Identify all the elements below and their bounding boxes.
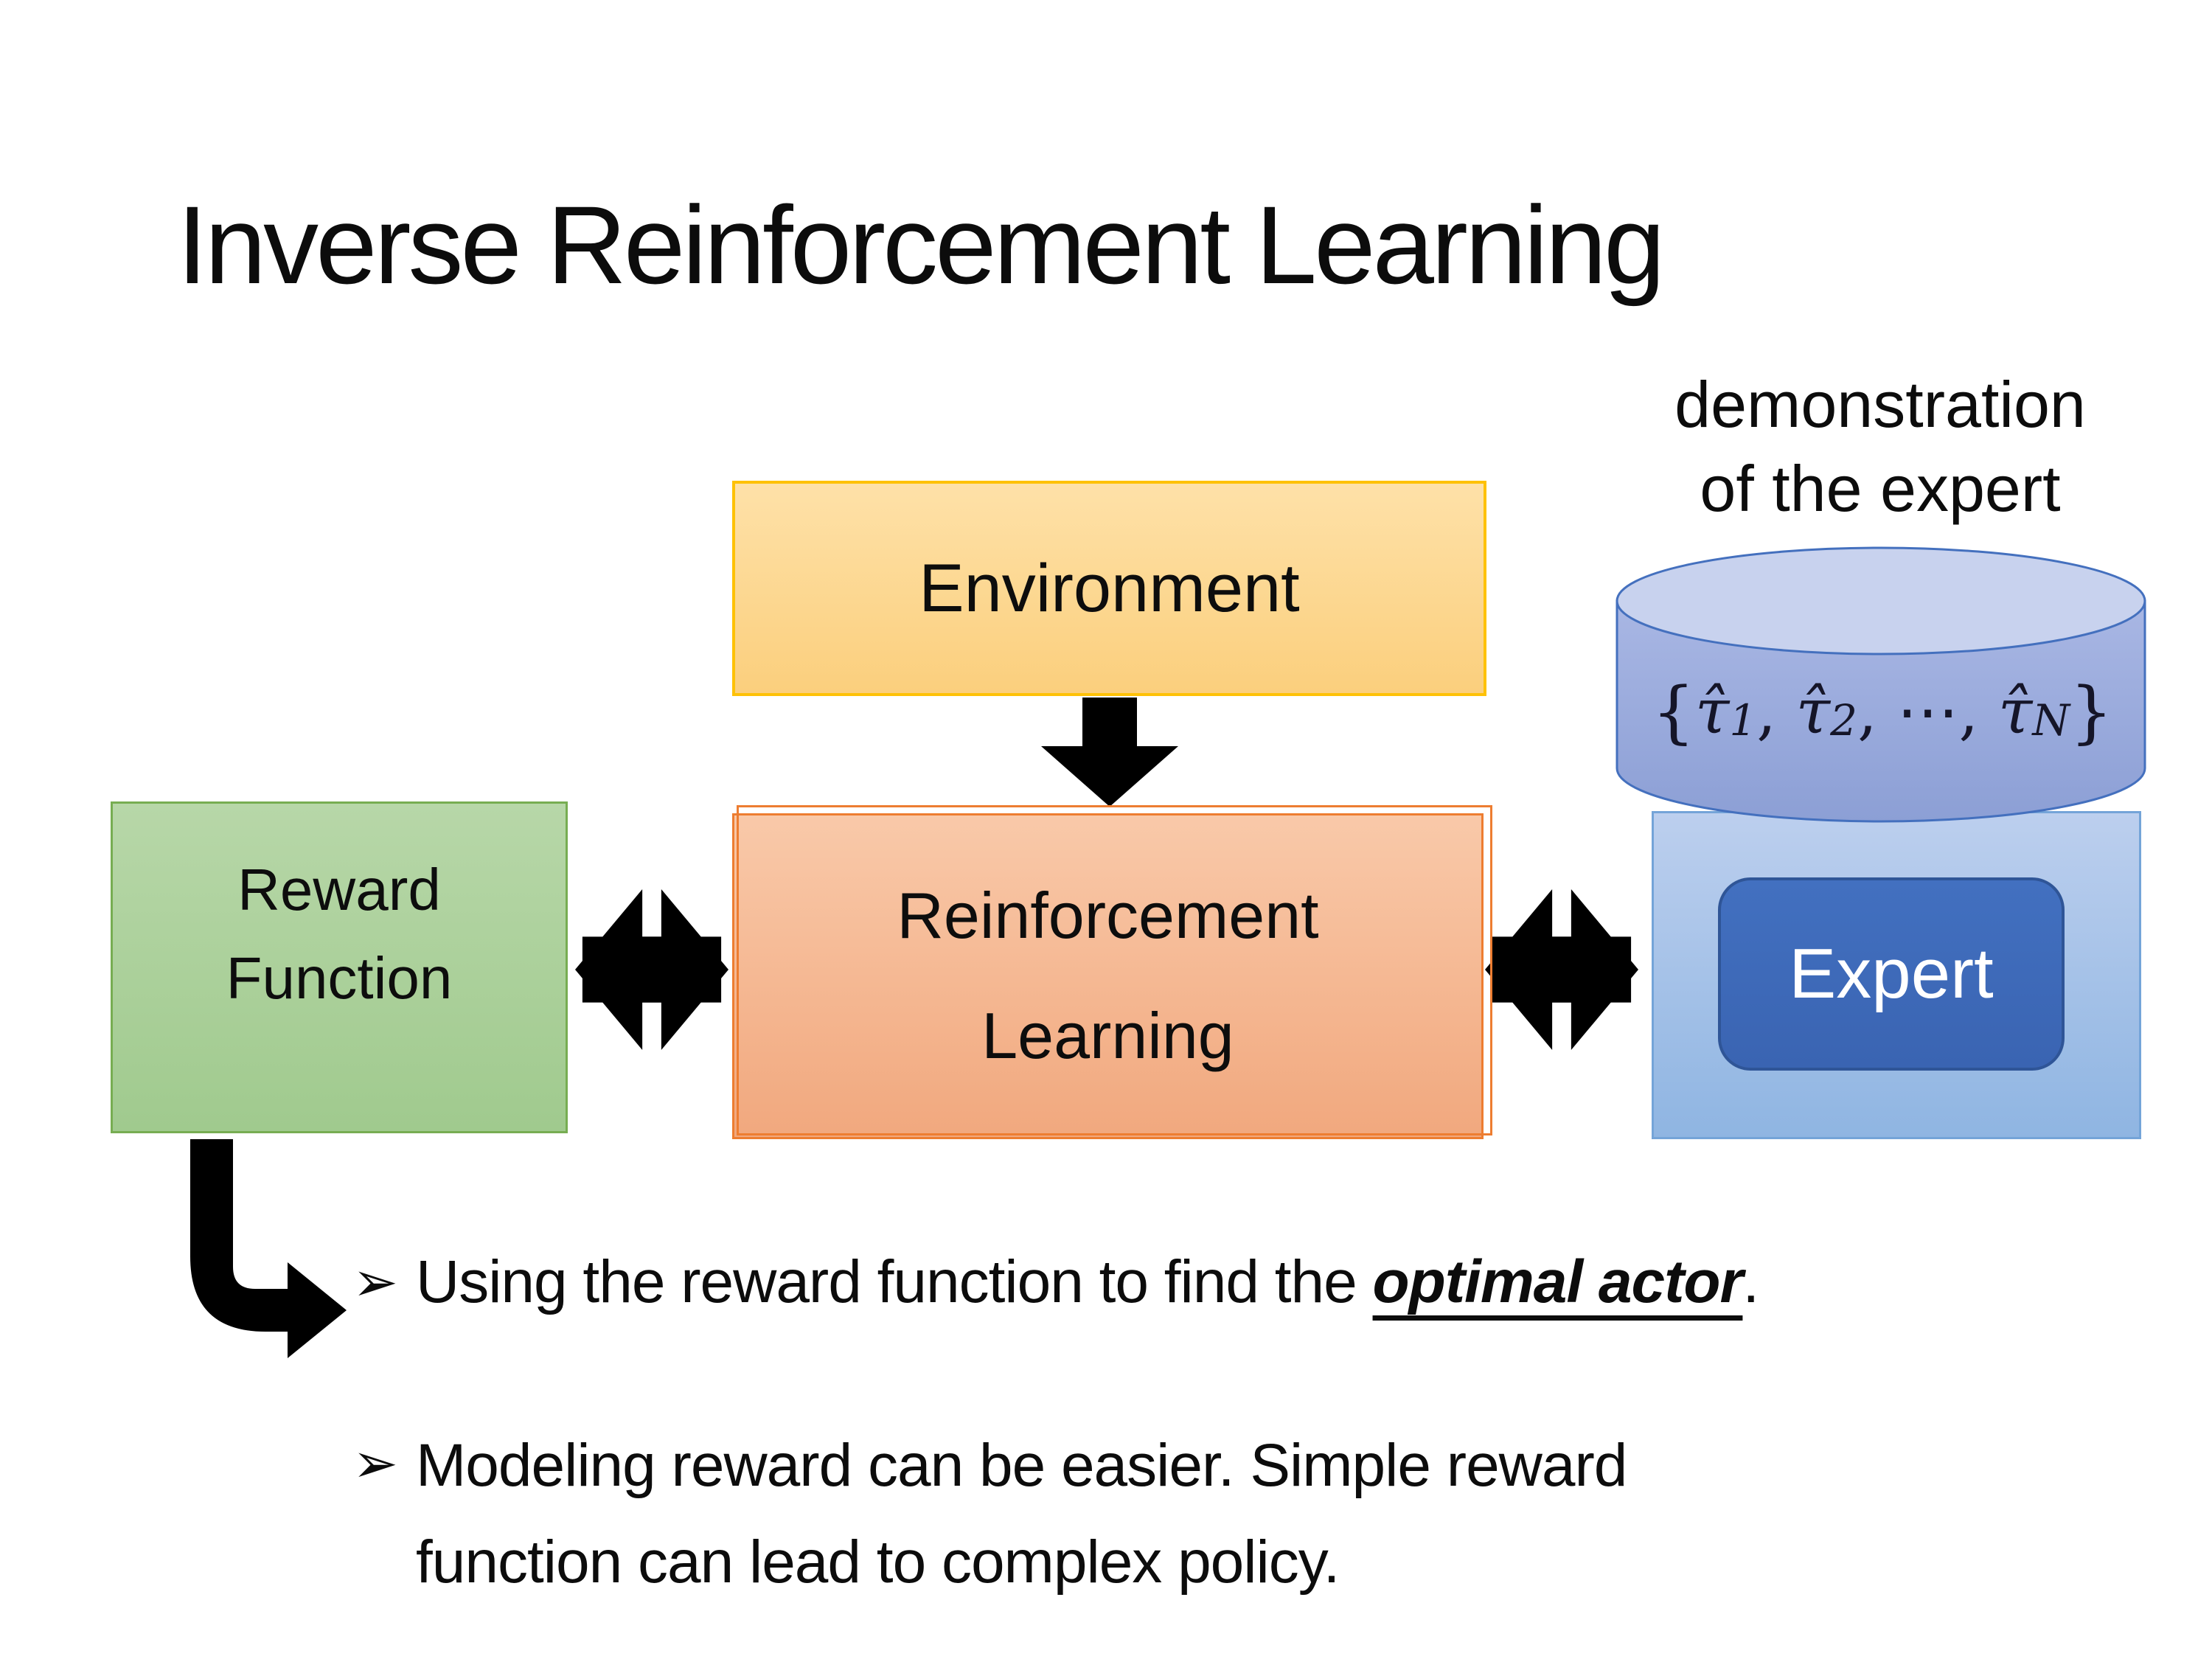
bullet-arrow-icon: ➢: [352, 1432, 398, 1495]
dataset-formula: {τ̂1, τ̂2, ⋯, τ̂N}: [1652, 672, 2113, 751]
expert-label: Expert: [1789, 934, 1994, 1013]
expert-box: Expert: [1718, 877, 2065, 1071]
bullet-2-text: Modeling reward can be easier. Simple re…: [416, 1417, 1627, 1610]
reward-function-label-line1: Reward: [237, 857, 441, 922]
page-title: Inverse Reinforcement Learning: [177, 183, 1665, 307]
bullet-1-emphasis: optimal actor: [1372, 1248, 1744, 1315]
formula-comma3: ,: [1958, 675, 1979, 748]
reinforcement-learning-box: Reinforcement Learning: [732, 813, 1484, 1139]
bullet-1-text: Using the reward function to find the op…: [416, 1248, 1759, 1317]
reinforcement-learning-label-line1: Reinforcement: [897, 879, 1319, 953]
demonstration-caption-line1: demonstration: [1674, 368, 2086, 441]
formula-tauN: τ̂: [1997, 675, 2033, 748]
formula-comma1: ,: [1756, 675, 1776, 748]
environment-label: Environment: [919, 550, 1300, 626]
formula-dots: ⋯: [1896, 675, 1959, 748]
down-arrow-icon: [1041, 698, 1178, 807]
bullet-1-prefix: Using the reward function to find the: [416, 1248, 1373, 1315]
environment-box: Environment: [732, 481, 1486, 696]
bullet-1-suffix: .: [1742, 1248, 1759, 1315]
double-arrow-right-icon: [1485, 889, 1638, 1050]
bullet-item-1: ➢ Using the reward function to find the …: [352, 1248, 1759, 1317]
demonstration-caption-line2: of the expert: [1700, 452, 2061, 526]
bent-arrow-icon: [190, 1139, 347, 1358]
formula-tau2: τ̂: [1795, 675, 1831, 748]
bullet-2-line2: function can lead to complex policy.: [416, 1528, 1340, 1596]
demonstration-caption: demonstration of the expert: [1571, 363, 2190, 532]
formula-open-brace: {: [1652, 672, 1695, 751]
bullet-2-line1: Modeling reward can be easier. Simple re…: [416, 1432, 1627, 1499]
formula-comma2: ,: [1857, 675, 1877, 748]
bullet-arrow-icon: ➢: [352, 1251, 398, 1314]
reward-function-box: Reward Function: [111, 801, 568, 1133]
reinforcement-learning-label-line2: Learning: [981, 999, 1234, 1072]
double-arrow-left-icon: [575, 889, 728, 1050]
formula-tau1: τ̂: [1694, 675, 1730, 748]
database-cylinder-icon: [1615, 546, 2146, 823]
formula-close-brace: }: [2070, 672, 2113, 751]
reward-function-label-line2: Function: [226, 945, 453, 1011]
bullet-item-2: ➢ Modeling reward can be easier. Simple …: [352, 1417, 1627, 1610]
